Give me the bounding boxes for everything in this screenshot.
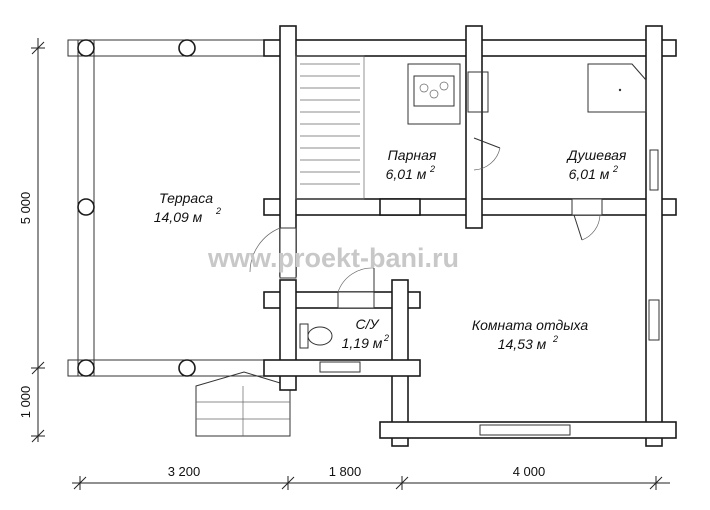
terrace-post — [77, 198, 95, 216]
area-unit-sup: 2 — [215, 206, 221, 216]
watermark: www.proekt-bani.ru — [207, 243, 459, 273]
rest-room-window-right — [648, 299, 660, 341]
room-label-rest: Комната отдыха 14,53 м 2 — [472, 317, 588, 352]
stove-icon — [407, 63, 489, 125]
wc-window — [319, 361, 361, 373]
room-name: Парная — [388, 147, 437, 163]
room-name: С/У — [356, 316, 381, 332]
room-area: 14,53 м — [498, 336, 547, 352]
area-unit-sup: 2 — [612, 164, 618, 174]
room-area: 14,09 м — [154, 209, 203, 225]
terrace-structure — [67, 39, 274, 377]
room-area: 6,01 м — [386, 166, 427, 182]
room-label-shower: Душевая 6,01 м 2 — [566, 147, 627, 182]
steam-room-bench — [295, 55, 365, 200]
entrance-door — [249, 227, 297, 279]
dimension-label: 3 200 — [168, 464, 201, 479]
area-unit-sup: 2 — [552, 334, 558, 344]
dimension-label: 1 800 — [329, 464, 362, 479]
shower-tray-icon — [587, 63, 647, 113]
dimension-label: 4 000 — [513, 464, 546, 479]
terrace-bottom-beam — [67, 359, 274, 377]
room-label-terrace: Терраса 14,09 м 2 — [154, 190, 221, 225]
terrace-post — [178, 39, 196, 57]
room-label-steam: Парная 6,01 м 2 — [386, 147, 437, 182]
room-label-wc: С/У 1,19 м 2 — [342, 316, 389, 351]
shower-window — [649, 149, 659, 191]
room-name: Терраса — [159, 190, 213, 206]
shower-door — [571, 198, 603, 241]
dimension-label: 5 000 — [18, 192, 33, 225]
toilet-icon — [299, 323, 333, 349]
room-name: Комната отдыха — [472, 317, 588, 333]
steam-room-door — [473, 137, 501, 171]
room-name: Душевая — [566, 147, 627, 163]
area-unit-sup: 2 — [429, 164, 435, 174]
dimension-label: 1 000 — [18, 386, 33, 419]
terrace-top-beam — [67, 39, 274, 57]
walls — [263, 25, 677, 447]
terrace-post — [77, 359, 95, 377]
entrance-steps — [195, 371, 291, 437]
room-area: 1,19 м — [342, 335, 383, 351]
area-unit-sup: 2 — [383, 333, 389, 343]
terrace-post — [178, 359, 196, 377]
terrace-post — [77, 39, 95, 57]
wc-door — [337, 267, 375, 309]
rest-room-window — [479, 424, 571, 436]
dimension-left: 5 000 1 000 — [18, 38, 45, 443]
room-area: 6,01 м — [569, 166, 610, 182]
dimension-bottom: 3 200 1 800 4 000 — [72, 464, 670, 490]
